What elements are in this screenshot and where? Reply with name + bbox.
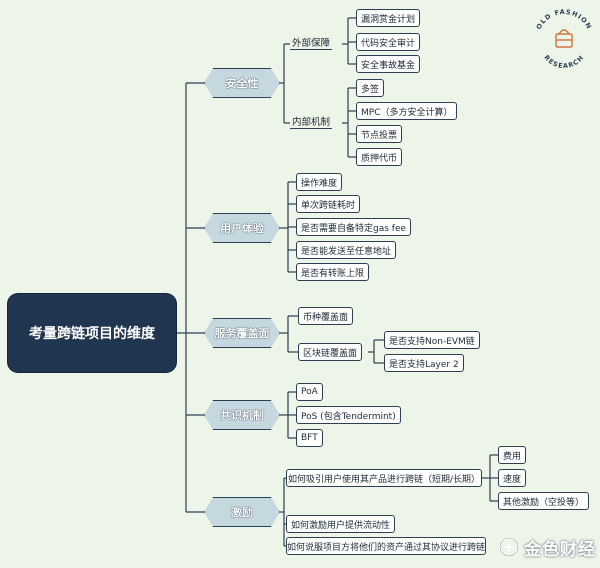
coverage-coin: 币种覆盖面 <box>298 307 354 325</box>
consensus-item: PoA <box>296 383 323 401</box>
ux-item: 是否需要自备特定gas fee <box>296 218 412 236</box>
svg-text:OLD FASHION: OLD FASHION <box>535 8 594 31</box>
old-fashion-research-logo: OLD FASHION RESEARCH <box>535 8 594 70</box>
incentive-attract-item: 其他激励（空投等） <box>498 492 590 510</box>
security-internal-item: MPC（多方安全计算） <box>356 102 458 120</box>
ux-item: 单次跨链耗时 <box>296 195 361 213</box>
root-node: 考量跨链项目的维度 <box>8 294 176 372</box>
watermark-text: 金色财经 <box>524 539 596 560</box>
security-internal-item: 多签 <box>356 79 385 97</box>
security-external-item: 安全事故基金 <box>356 55 421 73</box>
incentive-attract-label: 如何吸引用户使用其产品进行跨链（短期/长期） <box>286 469 482 487</box>
incentive-convince: 如何说服项目方将他们的资产通过其协议进行跨链 <box>286 537 486 555</box>
basket-icon <box>555 29 573 48</box>
ux-item: 是否能发送至任意地址 <box>296 241 397 259</box>
ux-item: 操作难度 <box>296 173 343 191</box>
ux-item: 是否有转账上限 <box>296 263 370 281</box>
category-coverage: 服务覆盖面 <box>204 318 280 348</box>
incentive-attract-item: 费用 <box>498 446 527 464</box>
consensus-item: BFT <box>296 429 323 447</box>
security-internal-label: 内部机制 <box>290 113 333 129</box>
security-external-label: 外部保障 <box>290 34 333 50</box>
category-security: 安全性 <box>204 68 280 98</box>
security-internal-item: 节点投票 <box>356 125 403 143</box>
coverage-block-label: 区块链覆盖面 <box>298 343 363 361</box>
watermark: 金色财经 <box>498 532 596 562</box>
svg-text:RESEARCH: RESEARCH <box>542 53 585 70</box>
logo-bottom-text: RESEARCH <box>542 53 584 70</box>
logo-top-text: OLD FASHION <box>535 8 593 31</box>
consensus-item: PoS (包含Tendermint) <box>296 406 401 424</box>
category-consensus: 共识机制 <box>204 400 280 430</box>
security-internal-item: 质押代币 <box>356 148 403 166</box>
security-external-item: 漏洞赏金计划 <box>356 9 421 27</box>
security-external-item: 代码安全审计 <box>356 33 421 51</box>
incentive-attract-item: 速度 <box>498 469 527 487</box>
coverage-block-item: 是否支持Non-EVM链 <box>384 331 480 349</box>
watermark-logo-icon <box>498 536 520 558</box>
category-incentive: 激励 <box>204 497 280 527</box>
incentive-liquidity: 如何激励用户提供流动性 <box>286 515 396 533</box>
category-ux: 用户体验 <box>204 213 280 243</box>
coverage-block-item: 是否支持Layer 2 <box>384 354 464 372</box>
